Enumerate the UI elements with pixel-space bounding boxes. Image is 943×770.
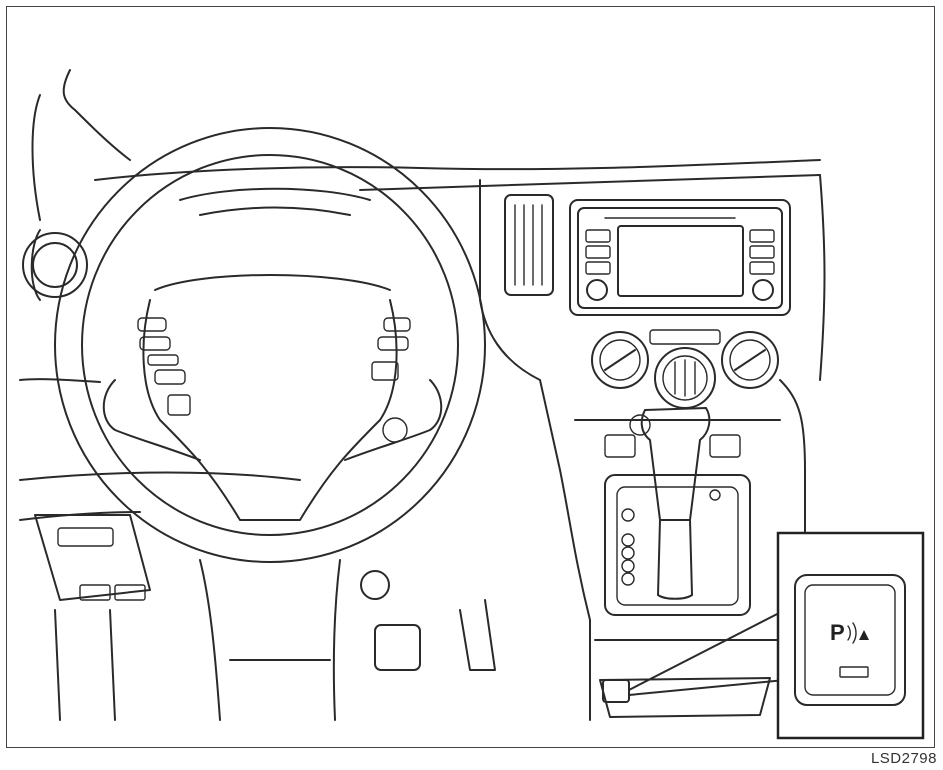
center-air-vent (504, 194, 554, 296)
sonar-waves-icon (847, 622, 857, 644)
climate-controls (591, 329, 779, 409)
gear-shifter (640, 407, 711, 521)
display-screen (617, 225, 744, 297)
callout-inset: P (776, 531, 925, 740)
lower-console (594, 609, 786, 718)
figure-frame (6, 6, 935, 748)
indicator-light (839, 666, 869, 678)
parking-sensor-switch-location (602, 679, 630, 703)
door-controls (34, 514, 151, 721)
parking-sensor-switch (794, 574, 906, 706)
warning-triangle-icon (859, 630, 869, 640)
figure-code: LSD2798 (870, 750, 937, 767)
switch-label: P (830, 620, 845, 645)
left-vent (22, 229, 88, 301)
center-console (574, 407, 781, 616)
steering-column (199, 559, 496, 721)
steering-wheel (54, 127, 486, 563)
dash-outline (19, 69, 826, 721)
audio-unit (569, 199, 791, 316)
wheel-button (137, 317, 167, 332)
